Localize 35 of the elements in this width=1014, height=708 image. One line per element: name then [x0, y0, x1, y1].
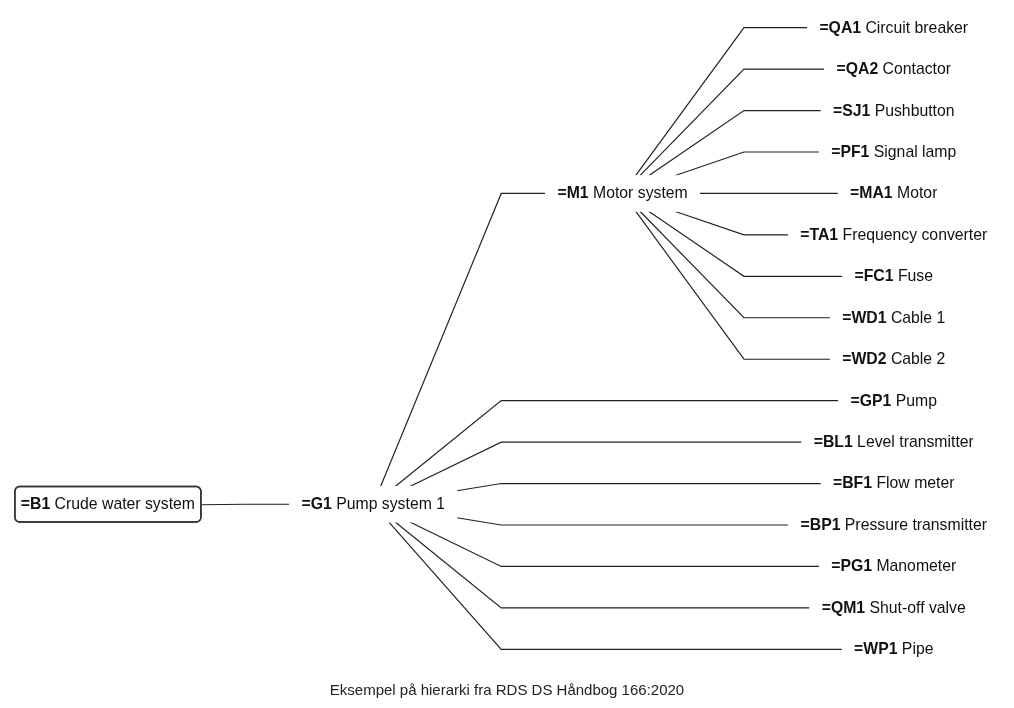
connector — [456, 482, 822, 492]
caption: Eksempel på hierarki fra RDS DS Håndbog 166:2020 — [329, 681, 685, 698]
node-text: =WD1 Cable 1 — [842, 308, 946, 326]
connector — [409, 441, 803, 488]
node-text: =BF1 Flow meter — [832, 474, 955, 492]
connector — [388, 521, 843, 650]
connector — [639, 210, 831, 319]
connector — [648, 110, 822, 177]
connector — [635, 210, 831, 360]
node-text: =SJ1 Pushbutton — [832, 101, 955, 119]
node-text: =MA1 Motor — [850, 184, 938, 202]
node-text: =FC1 Fuse — [854, 267, 934, 285]
node-text: =PG1 Manometer — [831, 557, 957, 575]
connector — [456, 517, 790, 526]
node-text: =WP1 Pipe — [854, 640, 934, 658]
node-text: =M1 Motor system — [557, 184, 688, 202]
node-text: =QM1 Shut-off valve — [821, 598, 966, 616]
connector — [200, 503, 291, 506]
connector — [394, 521, 811, 609]
node-text: =GP1 Pump — [850, 391, 937, 409]
node-text: =BP1 Pressure transmitter — [800, 516, 987, 533]
connector — [409, 521, 820, 567]
node-text: =G1 Pump system 1 — [301, 495, 445, 513]
connector — [635, 27, 809, 177]
connector — [394, 400, 840, 488]
connector — [648, 210, 844, 277]
node-text: =QA2 Contactor — [836, 60, 951, 78]
node-text: =PF1 Signal lamp — [831, 143, 957, 160]
node-text: =BL1 Level transmitter — [813, 433, 974, 450]
connector — [699, 192, 839, 195]
node-text: =QA1 Circuit breaker — [819, 18, 969, 36]
node-text: =TA1 Frequency converter — [800, 226, 988, 243]
connector — [639, 68, 826, 177]
node-text: =WD2 Cable 2 — [842, 350, 946, 368]
connector — [380, 192, 547, 488]
